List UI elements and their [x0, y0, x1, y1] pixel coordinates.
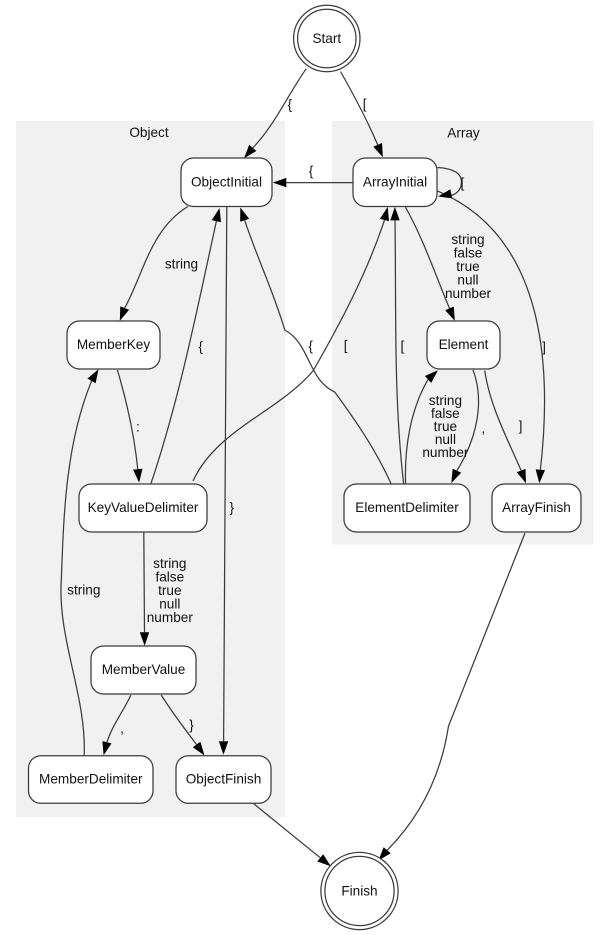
- svg-text:KeyValueDelimiter: KeyValueDelimiter: [88, 500, 199, 515]
- svg-text:string: string: [165, 257, 198, 272]
- svg-text:]: ]: [542, 339, 546, 354]
- svg-text:true: true: [158, 583, 181, 598]
- svg-text:{: {: [288, 97, 293, 112]
- svg-text:string: string: [67, 583, 100, 598]
- svg-text:false: false: [454, 245, 483, 260]
- svg-text:MemberDelimiter: MemberDelimiter: [39, 772, 143, 787]
- svg-text:}: }: [230, 500, 235, 515]
- svg-text:Element: Element: [439, 337, 489, 352]
- svg-text:string: string: [153, 556, 186, 571]
- svg-text:number: number: [422, 445, 469, 460]
- svg-text:number: number: [147, 610, 194, 625]
- svg-text:]: ]: [519, 418, 523, 433]
- svg-text:ObjectInitial: ObjectInitial: [191, 174, 262, 189]
- svg-text:Object: Object: [129, 125, 169, 140]
- svg-text:[: [: [363, 96, 367, 111]
- svg-text:}: }: [189, 717, 194, 732]
- svg-text:string: string: [451, 232, 484, 247]
- svg-text:false: false: [155, 569, 184, 584]
- svg-text:{: {: [198, 339, 203, 354]
- svg-text:[: [: [461, 176, 465, 191]
- svg-text:MemberKey: MemberKey: [77, 337, 150, 352]
- svg-text:Finish: Finish: [341, 883, 377, 898]
- svg-text:[: [: [401, 338, 405, 353]
- svg-text:,: ,: [120, 721, 124, 736]
- svg-text:[: [: [344, 338, 348, 353]
- svg-text:false: false: [431, 406, 460, 421]
- svg-text:Array: Array: [447, 126, 480, 141]
- svg-text:true: true: [434, 419, 457, 434]
- svg-text:ArrayFinish: ArrayFinish: [502, 500, 571, 515]
- svg-text::: :: [136, 420, 140, 435]
- svg-text:number: number: [445, 286, 492, 301]
- svg-text:MemberValue: MemberValue: [102, 662, 186, 677]
- svg-text:null: null: [435, 432, 456, 447]
- svg-text:null: null: [159, 596, 180, 611]
- svg-text:null: null: [457, 272, 478, 287]
- svg-text:Start: Start: [312, 31, 341, 46]
- svg-text:{: {: [308, 338, 313, 353]
- svg-text:ArrayInitial: ArrayInitial: [363, 174, 427, 189]
- svg-text:ObjectFinish: ObjectFinish: [186, 772, 262, 787]
- svg-text:{: {: [309, 163, 314, 178]
- svg-text:string: string: [429, 393, 462, 408]
- svg-text:ElementDelimiter: ElementDelimiter: [355, 500, 459, 515]
- svg-text:true: true: [456, 259, 479, 274]
- svg-text:,: ,: [481, 421, 485, 436]
